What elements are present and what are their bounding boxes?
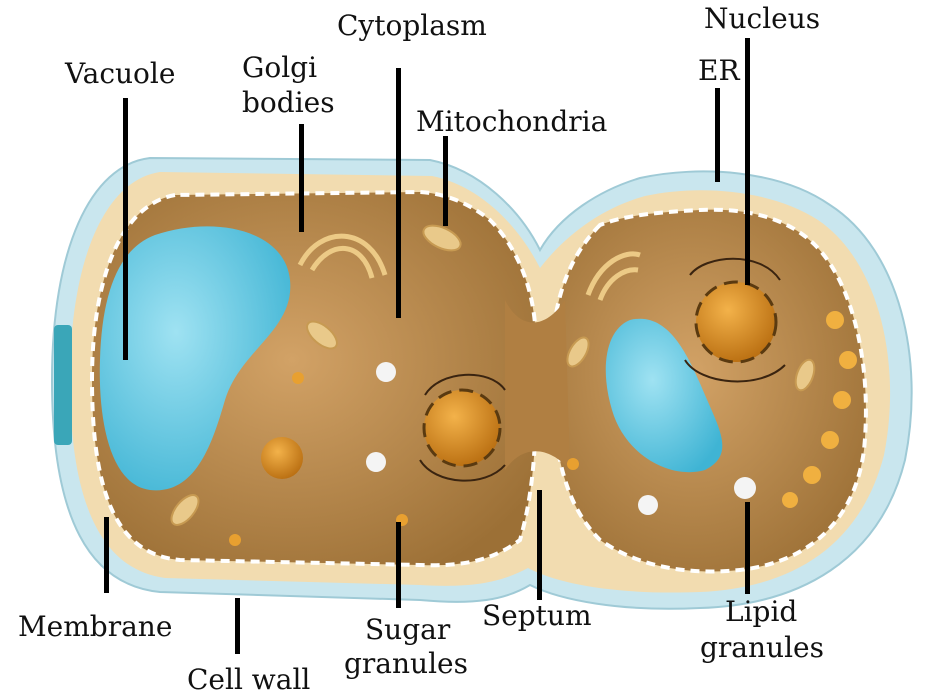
sugar-granules-label-line2: granules — [344, 648, 468, 680]
nucleus-leader — [745, 38, 750, 285]
nucleus-center — [424, 390, 500, 466]
nucleus-label: Nucleus — [704, 3, 820, 35]
sugar-granules-leader — [396, 522, 401, 608]
lipid-granule-5 — [826, 311, 844, 329]
er-leader — [715, 88, 720, 182]
membrane-label: Membrane — [18, 611, 172, 643]
nucleus-small — [261, 437, 303, 479]
sugar-granule-2 — [366, 452, 386, 472]
lipid-granule-10 — [782, 492, 798, 508]
golgi-leader — [299, 124, 304, 232]
lipid-granules-label-line1: Lipid — [725, 596, 797, 628]
sugar-granule-1 — [376, 362, 396, 382]
cell-wall-leader — [235, 598, 240, 654]
lipid-granules-label-line2: granules — [700, 632, 824, 664]
lipid-granules-leader — [745, 502, 750, 594]
lipid-granule-9 — [803, 466, 821, 484]
er-label: ER — [698, 55, 740, 87]
lipid-granule-7 — [833, 391, 851, 409]
cytoplasm-label: Cytoplasm — [337, 10, 487, 42]
vacuole-label: Vacuole — [65, 58, 175, 90]
mitochondria-label: Mitochondria — [416, 106, 607, 138]
lipid-granule-8 — [821, 431, 839, 449]
membrane-leader — [104, 517, 109, 593]
cytoplasm-leader — [396, 68, 401, 318]
septum-label: Septum — [482, 600, 592, 632]
wall-pocket — [54, 325, 72, 445]
septum-leader — [537, 490, 542, 600]
mitochondria-leader — [443, 136, 448, 226]
lipid-granule-6 — [839, 351, 857, 369]
golgi-label-line1: Golgi — [242, 52, 317, 84]
cell-wall-label: Cell wall — [187, 664, 310, 696]
cytoplasm-bud — [552, 210, 866, 572]
sugar-granules-label-line1: Sugar — [365, 614, 450, 646]
sugar-granule-3 — [638, 495, 658, 515]
lipid-granule-1 — [292, 372, 304, 384]
lipid-granule-4 — [567, 458, 579, 470]
golgi-label-line2: bodies — [242, 87, 335, 119]
cell-neck — [505, 300, 570, 470]
lipid-granule-2 — [229, 534, 241, 546]
sugar-granule-4 — [734, 477, 756, 499]
nucleus-bud — [696, 282, 776, 362]
vacuole-leader — [123, 98, 128, 360]
